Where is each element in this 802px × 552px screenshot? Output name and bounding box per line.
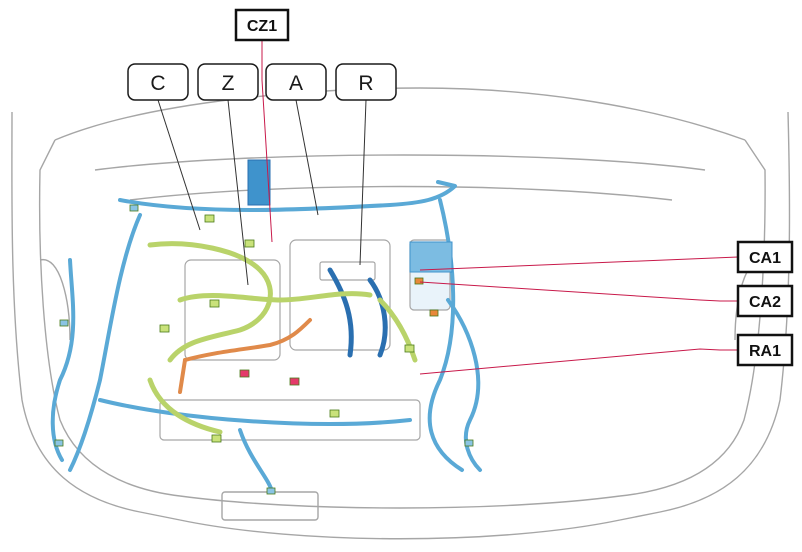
connector-block bbox=[244, 239, 255, 248]
connector-block bbox=[59, 319, 69, 327]
leader-line-r bbox=[359, 99, 367, 266]
harness-label-r: R bbox=[335, 63, 397, 101]
cz1-label: CZ1 bbox=[234, 8, 290, 42]
leader-line-c bbox=[157, 99, 201, 231]
connector-label-text: CA2 bbox=[749, 294, 781, 311]
harness-label-box bbox=[265, 63, 327, 101]
bumper-lower-edge bbox=[179, 519, 621, 540]
connector-label-ca2: CA2 bbox=[736, 284, 794, 318]
vehicle-outline bbox=[11, 87, 791, 540]
relay-box bbox=[409, 241, 453, 273]
connector-block bbox=[464, 439, 474, 447]
harness-label-text: R bbox=[358, 72, 373, 95]
blue-harness-right-branch bbox=[446, 298, 482, 472]
green-harness-right bbox=[377, 297, 418, 363]
harness-label-text: A bbox=[289, 72, 303, 95]
connector-block bbox=[289, 377, 300, 386]
body-left-edge bbox=[11, 111, 181, 521]
blue-harness-front bbox=[98, 398, 412, 426]
connector-block bbox=[209, 299, 220, 308]
dark-blue-harness bbox=[327, 267, 388, 358]
connector-label-ra1: RA1 bbox=[736, 333, 794, 367]
connector-block bbox=[404, 344, 415, 353]
harness-label-box bbox=[127, 63, 189, 101]
hood-upper-edge bbox=[54, 87, 746, 141]
radiator bbox=[159, 399, 421, 441]
cowl-inner bbox=[129, 185, 673, 201]
connector-block bbox=[54, 439, 64, 447]
leader-line-ca2 bbox=[419, 281, 738, 302]
front-grille-line bbox=[179, 495, 621, 509]
dark-blue-harness-branch bbox=[367, 277, 388, 358]
harness-label-box bbox=[335, 63, 397, 101]
blue-harness-left-branch bbox=[50, 258, 76, 462]
engine-bay-right bbox=[619, 139, 766, 497]
cz1-trunk-connector bbox=[247, 159, 271, 206]
left-fender-arc bbox=[39, 259, 71, 341]
blue-harness-left bbox=[68, 213, 142, 472]
harness-label-c: C bbox=[127, 63, 189, 101]
leader-lines bbox=[157, 40, 739, 375]
green-harness-loop bbox=[177, 291, 373, 303]
connector-block bbox=[159, 324, 170, 333]
connector-label-box bbox=[736, 284, 794, 318]
green-harness bbox=[147, 241, 418, 435]
cz1-label-box bbox=[234, 8, 290, 42]
engine-bay-left bbox=[38, 139, 181, 497]
connector-label-box bbox=[736, 240, 794, 274]
leader-line-ra1 bbox=[419, 348, 738, 375]
harness-label-text: C bbox=[150, 72, 165, 95]
connector-block bbox=[129, 204, 139, 212]
connector-block bbox=[211, 434, 222, 443]
harness-label-text: Z bbox=[222, 72, 235, 95]
connector-label-text: RA1 bbox=[749, 343, 781, 360]
harness-label-z: Z bbox=[197, 63, 259, 101]
engine-block bbox=[184, 259, 281, 361]
connector-block bbox=[429, 309, 439, 317]
orange-harness-drop bbox=[178, 358, 187, 394]
connector-block bbox=[329, 409, 340, 418]
orange-harness bbox=[178, 318, 312, 394]
dark-blue-harness-main bbox=[327, 267, 354, 358]
connector-block bbox=[239, 369, 250, 378]
green-harness-lower bbox=[147, 377, 223, 435]
connector-block bbox=[266, 487, 276, 495]
harness-label-a: A bbox=[265, 63, 327, 101]
connector-label-text: CA1 bbox=[749, 250, 781, 267]
harness-label-box bbox=[197, 63, 259, 101]
cz1-label-text: CZ1 bbox=[247, 18, 277, 35]
leader-line-z bbox=[227, 99, 249, 286]
connector-label-box bbox=[736, 333, 794, 367]
connector-blocks bbox=[54, 204, 474, 495]
blue-harness-cowl bbox=[118, 180, 457, 212]
orange-harness-main bbox=[183, 318, 312, 362]
leader-line-cz1 bbox=[261, 40, 273, 243]
connector-label-ca1: CA1 bbox=[736, 240, 794, 274]
leader-line-ca1 bbox=[419, 256, 739, 271]
cowl-line bbox=[94, 154, 706, 171]
body-right-edge bbox=[619, 111, 791, 521]
connector-block bbox=[414, 277, 424, 285]
connector-block bbox=[204, 214, 215, 223]
leader-line-a bbox=[295, 99, 319, 216]
